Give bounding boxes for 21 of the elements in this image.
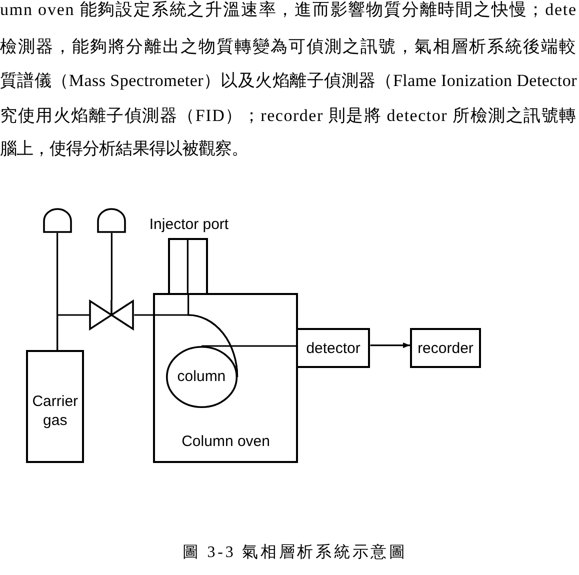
connector-line: [110, 233, 112, 300]
valve-symbol: [89, 300, 134, 330]
component-label: Injector port: [149, 216, 229, 234]
connector-line: [188, 293, 238, 378]
dome-symbol: [97, 208, 126, 233]
dome-symbol: [42, 208, 72, 233]
connector-line: [202, 345, 296, 347]
paragraph-line: 腦上，使得分析結果得以被觀察。: [0, 139, 248, 159]
paragraph-line: umn oven 能夠設定系統之升溫速率，進而影響物質分離時間之快慢；dete: [0, 0, 577, 20]
component-box: Carrier gas: [26, 350, 84, 463]
component-box: recorder: [410, 328, 481, 368]
arrow: [370, 342, 410, 348]
paragraph-line: 檢測器，能夠將分離出之物質轉變為可偵測之訊號，氣相層析系統後端較: [0, 37, 577, 57]
column-circle: column: [166, 346, 238, 408]
component-box: detector: [296, 328, 370, 368]
oven-box: [153, 293, 298, 464]
paragraph-line: 質譜儀（Mass Spectrometer）以及火焰離子偵測器（Flame Ionization Detector: [0, 71, 577, 91]
component-label: Column oven: [182, 433, 270, 452]
paragraph-line: 究使用火焰離子偵測器（FID）；recorder 則是將 detector 所檢測之訊號轉: [0, 106, 577, 126]
connector-line: [56, 314, 90, 350]
caption: 圖 3-3 氣相層析系統示意圖: [182, 543, 408, 563]
